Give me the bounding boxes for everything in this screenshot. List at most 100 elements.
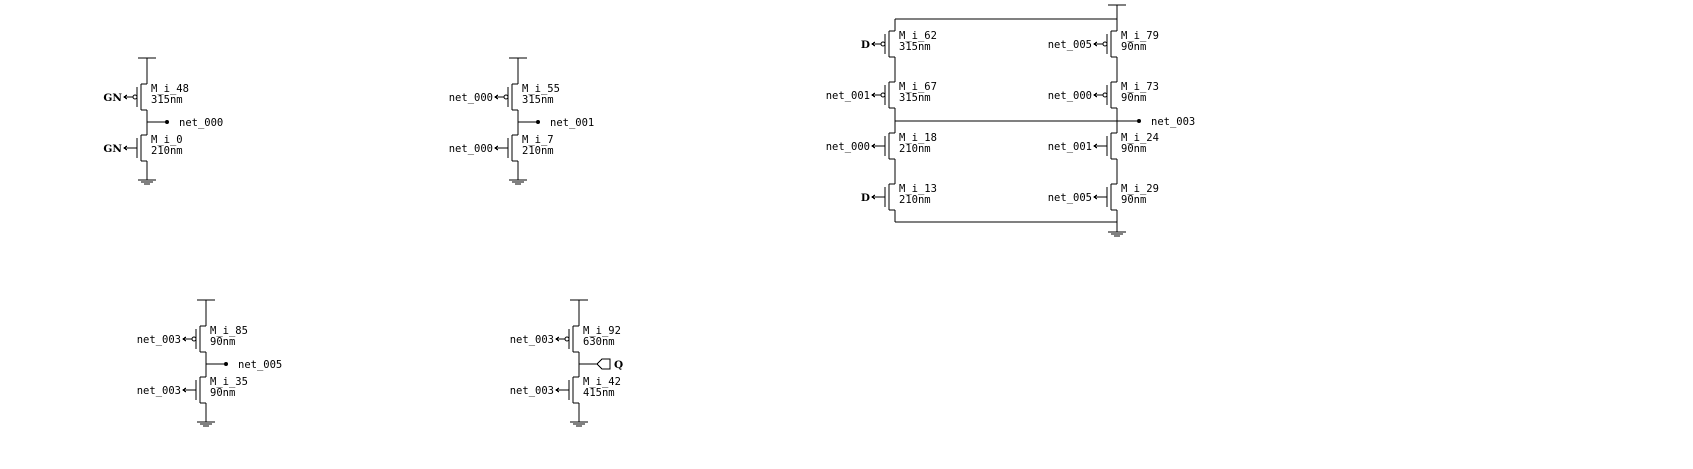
output-node-dot xyxy=(165,120,169,124)
gate-arrow-icon xyxy=(182,336,187,342)
device-name: M_i_13 xyxy=(899,183,937,195)
latch-column-left: M_i_62315nmDM_i_67315nmnet_001M_i_18210n… xyxy=(826,19,937,222)
gate-arrow-icon xyxy=(1093,92,1098,98)
device-width: 315nm xyxy=(899,41,931,53)
device-width: 90nm xyxy=(210,387,235,399)
device-name: M_i_35 xyxy=(210,376,248,388)
latch-column-right: M_i_7990nmnet_005M_i_7390nmnet_000M_i_24… xyxy=(1048,19,1159,222)
device-name: M_i_92 xyxy=(583,325,621,337)
gate-net-label: net_003 xyxy=(137,385,181,397)
device-width: 630nm xyxy=(583,336,615,348)
pmos-bubble-icon xyxy=(880,92,886,98)
pmos-bubble-icon xyxy=(191,336,197,342)
output-node-dot xyxy=(1137,119,1141,123)
gate-net-label: net_003 xyxy=(510,385,554,397)
gate-net-label: net_001 xyxy=(826,90,870,102)
pmos-bubble-icon xyxy=(132,94,138,100)
gate-net-label: net_000 xyxy=(826,141,870,153)
device-width: 90nm xyxy=(210,336,235,348)
gate-net-label: net_003 xyxy=(137,334,181,346)
device-width: 90nm xyxy=(1121,194,1146,206)
device-width: 210nm xyxy=(151,145,183,157)
gate-arrow-icon xyxy=(123,94,128,100)
gate-net-label: net_000 xyxy=(449,143,493,155)
device-name: M_i_0 xyxy=(151,134,183,146)
device-width: 210nm xyxy=(522,145,554,157)
device-width: 315nm xyxy=(899,92,931,104)
device-name: M_i_24 xyxy=(1121,132,1159,144)
device-name: M_i_55 xyxy=(522,83,560,95)
gate-arrow-icon xyxy=(1093,194,1098,200)
device-name: M_i_73 xyxy=(1121,81,1159,93)
output-net-label: net_000 xyxy=(179,117,223,129)
output-node-dot xyxy=(224,362,228,366)
gate-net-label: net_000 xyxy=(1048,90,1092,102)
output-net-label: net_005 xyxy=(238,359,282,371)
inverter-stage-inv3: M_i_8590nmnet_003M_i_3590nmnet_003net_00… xyxy=(137,299,282,427)
gate-net-label: net_003 xyxy=(510,334,554,346)
device-width: 315nm xyxy=(151,94,183,106)
latch-network: net_003M_i_62315nmDM_i_67315nmnet_001M_i… xyxy=(826,4,1195,237)
gate-arrow-icon xyxy=(1093,41,1098,47)
device-name: M_i_29 xyxy=(1121,183,1159,195)
device-name: M_i_85 xyxy=(210,325,248,337)
gate-net-label: GN xyxy=(103,143,122,155)
device-width: 90nm xyxy=(1121,41,1146,53)
gate-net-label: net_001 xyxy=(1048,141,1092,153)
gate-arrow-icon xyxy=(871,41,876,47)
gate-net-label: net_005 xyxy=(1048,192,1092,204)
device-width: 90nm xyxy=(1121,143,1146,155)
output-port-label: Q xyxy=(614,359,623,371)
pmos-bubble-icon xyxy=(564,336,570,342)
device-width: 210nm xyxy=(899,194,931,206)
device-width: 315nm xyxy=(522,94,554,106)
gate-arrow-icon xyxy=(871,143,876,149)
device-name: M_i_18 xyxy=(899,132,937,144)
output-port-icon xyxy=(596,358,611,370)
gate-arrow-icon xyxy=(871,194,876,200)
device-width: 210nm xyxy=(899,143,931,155)
device-name: M_i_62 xyxy=(899,30,937,42)
device-name: M_i_79 xyxy=(1121,30,1159,42)
pmos-bubble-icon xyxy=(1102,41,1108,47)
pmos-bubble-icon xyxy=(880,41,886,47)
gate-net-label: D xyxy=(861,192,870,204)
pmos-bubble-icon xyxy=(1102,92,1108,98)
inverter-stage-inv2: M_i_55315nmnet_000M_i_7210nmnet_000net_0… xyxy=(449,57,594,185)
device-name: M_i_42 xyxy=(583,376,621,388)
gate-arrow-icon xyxy=(871,92,876,98)
device-name: M_i_67 xyxy=(899,81,937,93)
gate-arrow-icon xyxy=(555,387,560,393)
gate-arrow-icon xyxy=(555,336,560,342)
output-net-label: net_001 xyxy=(550,117,594,129)
device-width: 90nm xyxy=(1121,92,1146,104)
gate-net-label: GN xyxy=(103,92,122,104)
gate-net-label: net_000 xyxy=(449,92,493,104)
output-net-label: net_003 xyxy=(1151,116,1195,128)
gate-arrow-icon xyxy=(1093,143,1098,149)
pmos-bubble-icon xyxy=(503,94,509,100)
gate-arrow-icon xyxy=(123,145,128,151)
output-node-dot xyxy=(536,120,540,124)
gate-arrow-icon xyxy=(182,387,187,393)
gate-net-label: D xyxy=(861,39,870,51)
